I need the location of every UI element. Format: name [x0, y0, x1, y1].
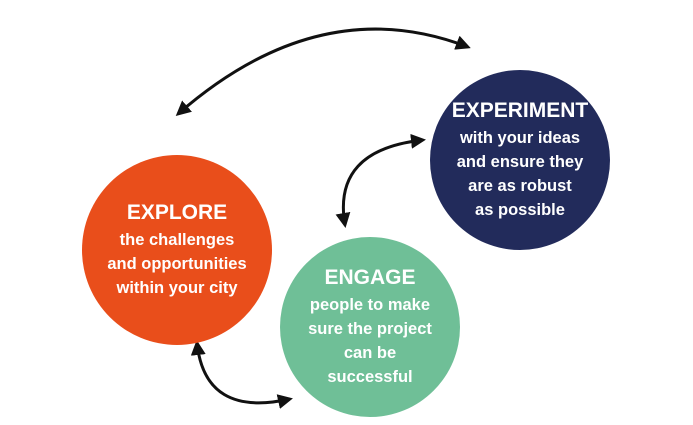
- engage-circle: ENGAGE people to make sure the project c…: [280, 237, 460, 417]
- arrow-explore-engage: [190, 340, 293, 409]
- experiment-circle: EXPERIMENT with your ideas and ensure th…: [430, 70, 610, 250]
- engage-description: people to make sure the project can be s…: [308, 296, 432, 386]
- engage-title: ENGAGE: [324, 266, 416, 289]
- explore-circle: EXPLORE the challenges and opportunities…: [82, 155, 272, 345]
- explore-title: EXPLORE: [126, 201, 228, 224]
- experiment-title: EXPERIMENT: [451, 99, 589, 122]
- experiment-description: with your ideas and ensure they are as r…: [456, 129, 584, 219]
- explore-description: the challenges and opportunities within …: [107, 231, 247, 297]
- arrow-explore-experiment: [175, 27, 471, 116]
- arrow-engage-experiment: [335, 133, 426, 228]
